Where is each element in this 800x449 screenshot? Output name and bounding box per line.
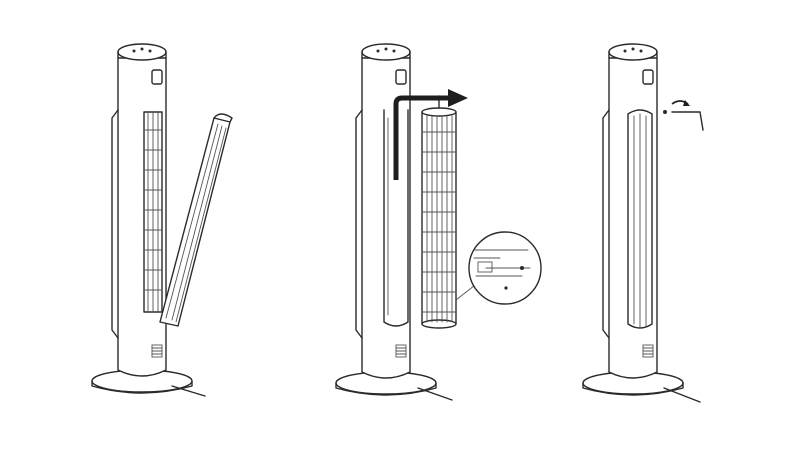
vent-lines: [395, 347, 407, 355]
display-window-icon: [151, 69, 163, 85]
power-cord-icon: [417, 387, 453, 401]
display-window-icon: [642, 69, 654, 85]
base-rim: [582, 382, 684, 396]
tower-top-rim: [361, 51, 411, 59]
button-dot: [392, 49, 396, 53]
base-rim: [91, 380, 193, 394]
tower-top-icon: [608, 43, 658, 61]
step-2-rotor: [421, 95, 457, 329]
direction-arrow-icon: [393, 95, 450, 180]
rotor-bottom-cap: [421, 319, 457, 329]
grille-slats: [165, 123, 227, 323]
side-edge: [355, 109, 363, 339]
step-2-callout: [455, 231, 542, 305]
button-dot: [132, 49, 136, 53]
rotor-fins: [426, 115, 453, 323]
button-dot: [639, 49, 643, 53]
vent-lines: [642, 347, 654, 355]
callout-detail: [473, 249, 531, 277]
rotor-rings: [421, 131, 457, 313]
button-dot: [376, 49, 380, 53]
power-cord-icon: [663, 387, 701, 403]
tower-top-rim: [608, 51, 658, 59]
fan-rotor-icon: [421, 111, 457, 325]
button-dot: [384, 47, 388, 51]
tower-top-icon: [361, 43, 411, 61]
callout-bracket: [477, 261, 493, 273]
rotor-cavity: [383, 109, 409, 327]
screw-icon: [663, 110, 667, 114]
button-dot: [623, 49, 627, 53]
display-window-icon: [395, 69, 407, 85]
side-edge: [111, 109, 119, 339]
step-3-tower: [582, 43, 701, 403]
button-dot: [631, 47, 635, 51]
step-1-tower: [91, 43, 233, 397]
button-dot: [140, 47, 144, 51]
rotor-fins: [147, 111, 159, 313]
tower-top-icon: [117, 43, 167, 61]
side-edge: [602, 109, 610, 339]
vent-lines: [151, 347, 163, 355]
base-rim: [335, 382, 437, 396]
tower-top-rim: [117, 51, 167, 59]
rotor-top-cap: [421, 107, 457, 117]
screw-hole: [504, 286, 508, 290]
arrow-head: [448, 89, 468, 107]
step-3-tool: [663, 100, 704, 131]
hex-key-icon: [671, 111, 704, 131]
rotate-arrow-head: [683, 100, 690, 106]
grille-panel-icon: [159, 117, 231, 327]
power-cord-icon: [171, 385, 206, 397]
screw-icon: [520, 266, 524, 270]
grille-top-hook: [213, 113, 233, 123]
button-dot: [148, 49, 152, 53]
tower-body-icon: [361, 57, 411, 379]
grille-slats: [633, 113, 647, 329]
step-2-arrow: [393, 89, 468, 180]
